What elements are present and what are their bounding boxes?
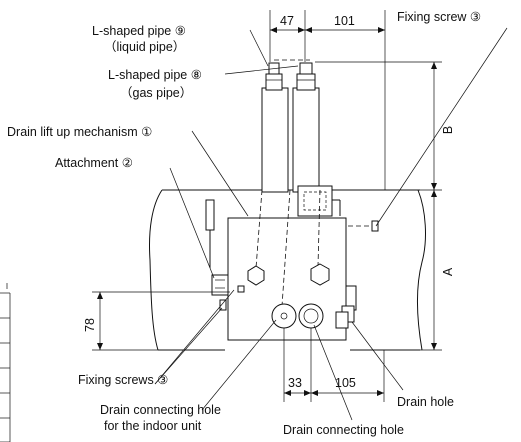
l-shaped-pipe-liquid xyxy=(261,62,289,193)
label-drain-hole: Drain hole xyxy=(397,395,454,409)
partial-table-edge xyxy=(0,283,11,442)
label-pipe-liquid-type: （liquid pipe） xyxy=(104,40,185,54)
drain-lift-mechanism xyxy=(227,189,357,341)
fixing-screws-bottom-icon xyxy=(219,285,245,311)
label-drain-lift: Drain lift up mechanism ① xyxy=(7,125,152,139)
dim-left xyxy=(92,291,230,351)
label-pipe-liquid-name: L-shaped pipe ⑨ xyxy=(92,24,186,38)
dim-bottom-left: 33 xyxy=(288,376,302,390)
dim-top xyxy=(269,10,386,190)
l-shaped-pipe-gas xyxy=(292,62,320,193)
mounting-bracket xyxy=(297,185,372,227)
dim-right xyxy=(315,61,442,351)
label-drain-connecting-hole: Drain connecting hole xyxy=(283,423,404,437)
dim-bottom xyxy=(283,328,385,402)
label-drain-hole-indoor-2: for the indoor unit xyxy=(104,419,202,433)
label-attachment: Attachment ② xyxy=(55,156,133,170)
fixing-screw-top-icon xyxy=(371,220,379,232)
dim-right-lower: A xyxy=(441,267,455,276)
label-drain-hole-indoor-1: Drain connecting hole xyxy=(100,403,221,417)
dim-right-upper: B xyxy=(441,126,455,134)
dim-top-left: 47 xyxy=(280,14,294,28)
dim-bottom-right: 105 xyxy=(335,376,356,390)
label-pipe-gas-name: L-shaped pipe ⑧ xyxy=(108,68,202,82)
dim-left-height: 78 xyxy=(83,318,97,332)
attachment-bracket xyxy=(205,199,229,311)
dim-top-right: 101 xyxy=(334,14,355,28)
label-pipe-gas-type: （gas pipe） xyxy=(120,86,192,100)
label-fixing-screws-bottom: Fixing screws ③ xyxy=(78,373,168,387)
leader-lines xyxy=(154,27,508,421)
label-fixing-screw-top: Fixing screw ③ xyxy=(397,10,481,24)
